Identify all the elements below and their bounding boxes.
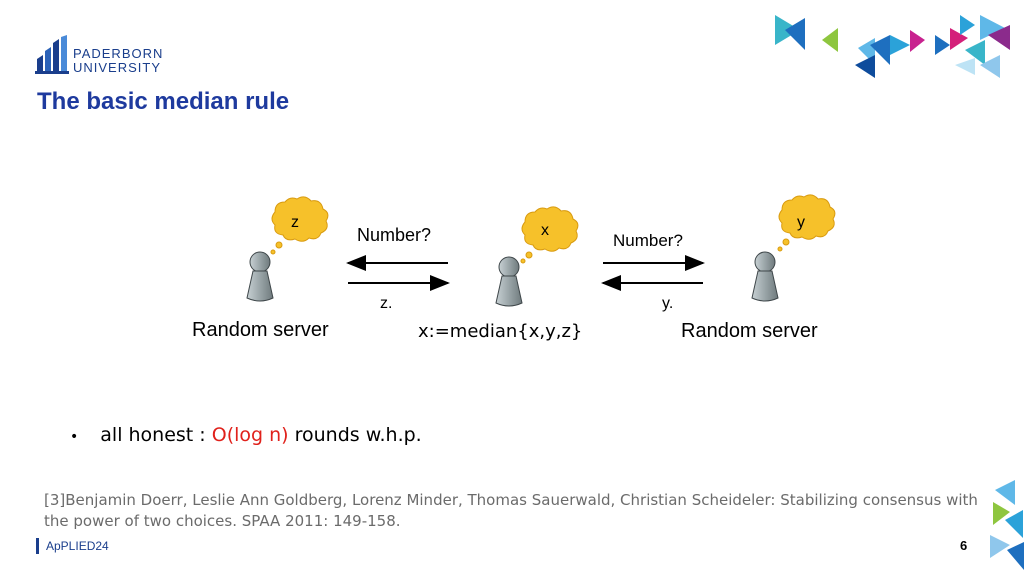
bullet-dot: • <box>70 429 79 445</box>
bullet-prefix: all honest : <box>100 424 212 446</box>
left-thought-value: z <box>291 214 299 231</box>
decorative-triangles-bottom-icon <box>990 480 1024 570</box>
right-question-label: Number? <box>613 231 683 250</box>
left-question-label: Number? <box>357 225 432 245</box>
page-number: 6 <box>960 538 968 553</box>
left-answer-label: z. <box>380 295 393 312</box>
right-thought-value: y <box>797 214 805 231</box>
logo-line-1: PADERBORN <box>73 46 164 61</box>
slide-title: The basic median rule <box>37 88 290 115</box>
logo-mark-icon <box>35 35 69 74</box>
center-thought-bubble-icon <box>520 206 579 264</box>
median-formula-caption: x:=median{x,y,z} <box>418 321 583 342</box>
right-server-pawn-icon <box>751 251 779 302</box>
center-node-pawn-icon <box>495 256 523 307</box>
left-server-caption: Random server <box>192 319 329 341</box>
center-thought-value: x <box>541 222 549 239</box>
footer-label: ApPLIED24 <box>46 539 109 553</box>
citation-reference: [3]Benjamin Doerr, Leslie Ann Goldberg, … <box>44 491 978 530</box>
logo-line-2: UNIVERSITY <box>73 60 162 75</box>
right-thought-bubble-icon <box>777 194 836 252</box>
university-logo: PADERBORN UNIVERSITY <box>35 35 165 77</box>
right-server-caption: Random server <box>681 320 818 342</box>
bullet-highlight: O(log n) <box>211 424 289 446</box>
bullet-suffix: rounds w.h.p. <box>288 424 422 446</box>
bullet-item: • all honest : O(log n) rounds w.h.p. <box>70 424 422 446</box>
left-thought-bubble-icon <box>270 196 329 255</box>
footer-accent-bar <box>36 538 39 554</box>
right-answer-label: y. <box>662 295 674 312</box>
decorative-triangles-icon <box>775 15 1010 78</box>
left-server-pawn-icon <box>246 251 274 302</box>
